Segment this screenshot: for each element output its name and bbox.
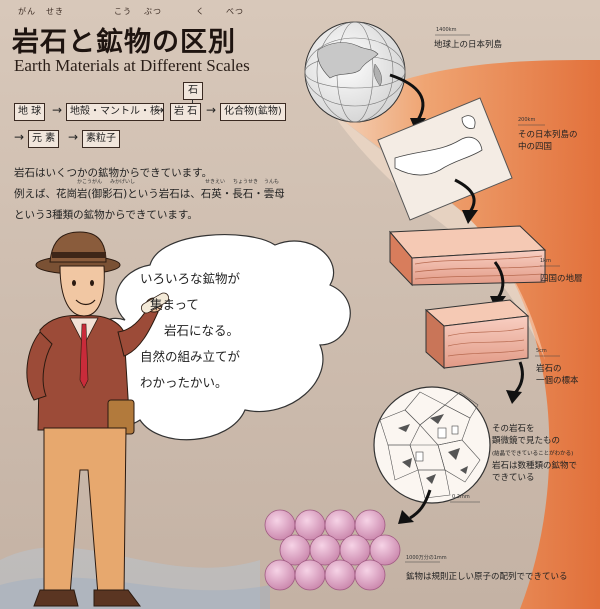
speech-line-3: 岩石になる。 xyxy=(164,323,240,338)
scale-label: 0.2mm xyxy=(452,494,470,500)
body-line-2: 例えば、花崗岩(御影石)という岩石は、石英・長石・雲母 xyxy=(14,188,285,200)
scale-label: 5cm xyxy=(536,348,547,354)
scale-label: 1000万分の1mm xyxy=(406,555,447,561)
body-line-3: という3種類の鉱物からできています。 xyxy=(14,209,198,221)
speech-line-4: 自然の組み立てが xyxy=(140,349,241,364)
flow-arrow-icon: → xyxy=(206,103,217,117)
ruby-mikage: みかげいし xyxy=(110,179,136,185)
arrow-icon xyxy=(398,510,414,524)
flow-connector xyxy=(192,99,193,105)
scale-band xyxy=(330,60,600,609)
title-ruby-2: せき xyxy=(46,7,64,16)
flow-arrow-icon: → xyxy=(154,103,165,117)
caption-specimen-1: 岩石の xyxy=(536,364,562,374)
japan-map-image xyxy=(377,97,513,221)
explorer-character xyxy=(26,231,170,607)
arrow-icon xyxy=(462,210,478,224)
flow-box-rock: 岩 石 xyxy=(170,103,202,121)
scale-label: 200km xyxy=(518,117,536,123)
caption-micro-4: 岩石は数種類の鉱物で xyxy=(492,461,578,471)
page-title: 岩石と鉱物の区別 xyxy=(12,27,236,58)
ruby-quartz: せきえい xyxy=(205,179,226,185)
title-ruby-1: がん xyxy=(18,7,36,16)
atoms-image xyxy=(264,509,401,591)
caption-atoms: 鉱物は規則正しい原子の配列でできている xyxy=(406,572,568,582)
arrow-icon xyxy=(506,390,522,404)
flow-box-earth: 地 球 xyxy=(14,103,46,121)
globe-icon xyxy=(304,21,406,123)
page-subtitle: Earth Materials at Different Scales xyxy=(14,56,250,75)
speech-line-2: 集まって xyxy=(150,297,199,312)
caption-shikoku-2: 中の四国 xyxy=(518,142,553,152)
ruby-mica: うんも xyxy=(264,179,280,185)
strata-block-image xyxy=(388,225,547,287)
caption-specimen-2: 一個の標本 xyxy=(536,376,579,386)
flow-arrow-icon: → xyxy=(52,103,63,117)
caption-strata: 四国の地層 xyxy=(540,274,583,284)
flow-box-crust: 地殻・マントル・核 xyxy=(66,103,164,121)
band-highlight xyxy=(330,110,545,360)
caption-micro-5: できている xyxy=(492,473,535,483)
flow-arrow-icon: → xyxy=(68,130,79,144)
scale-label: 1400km xyxy=(436,27,457,33)
speech-line-5: わかったかい。 xyxy=(140,375,228,390)
caption-micro-2: 顕微鏡で見たもの xyxy=(492,436,561,446)
title-ruby-5: く xyxy=(196,7,205,16)
speech-line-1: いろいろな鉱物が xyxy=(140,271,241,286)
microscope-view-image xyxy=(373,386,491,504)
title-ruby-3: こう xyxy=(114,7,132,16)
flow-arrow-icon: → xyxy=(14,130,25,144)
title-ruby-4: ぶつ xyxy=(144,7,162,16)
scale-label: 1km xyxy=(540,258,551,264)
caption-shikoku-1: その日本列島の xyxy=(518,130,578,140)
title-ruby-6: べつ xyxy=(226,7,244,16)
flow-box-mineral: 化合物(鉱物) xyxy=(220,103,286,121)
caption-globe: 地球上の日本列島 xyxy=(434,40,503,50)
ruby-granite: かこうがん xyxy=(77,179,103,185)
caption-micro-1: その岩石を xyxy=(492,424,535,434)
flow-top-label: 石 xyxy=(183,82,203,100)
ruby-feldspar: ちょうせき xyxy=(233,179,259,185)
caption-micro-3: (結晶でできていることがわかる) xyxy=(492,451,574,457)
body-line-1: 岩石はいくつかの鉱物からできています。 xyxy=(14,167,213,179)
scale-marks xyxy=(405,34,560,563)
rock-specimen-image xyxy=(424,299,530,370)
flow-box-element: 元 素 xyxy=(28,130,60,148)
flow-box-particle: 素粒子 xyxy=(82,130,120,148)
